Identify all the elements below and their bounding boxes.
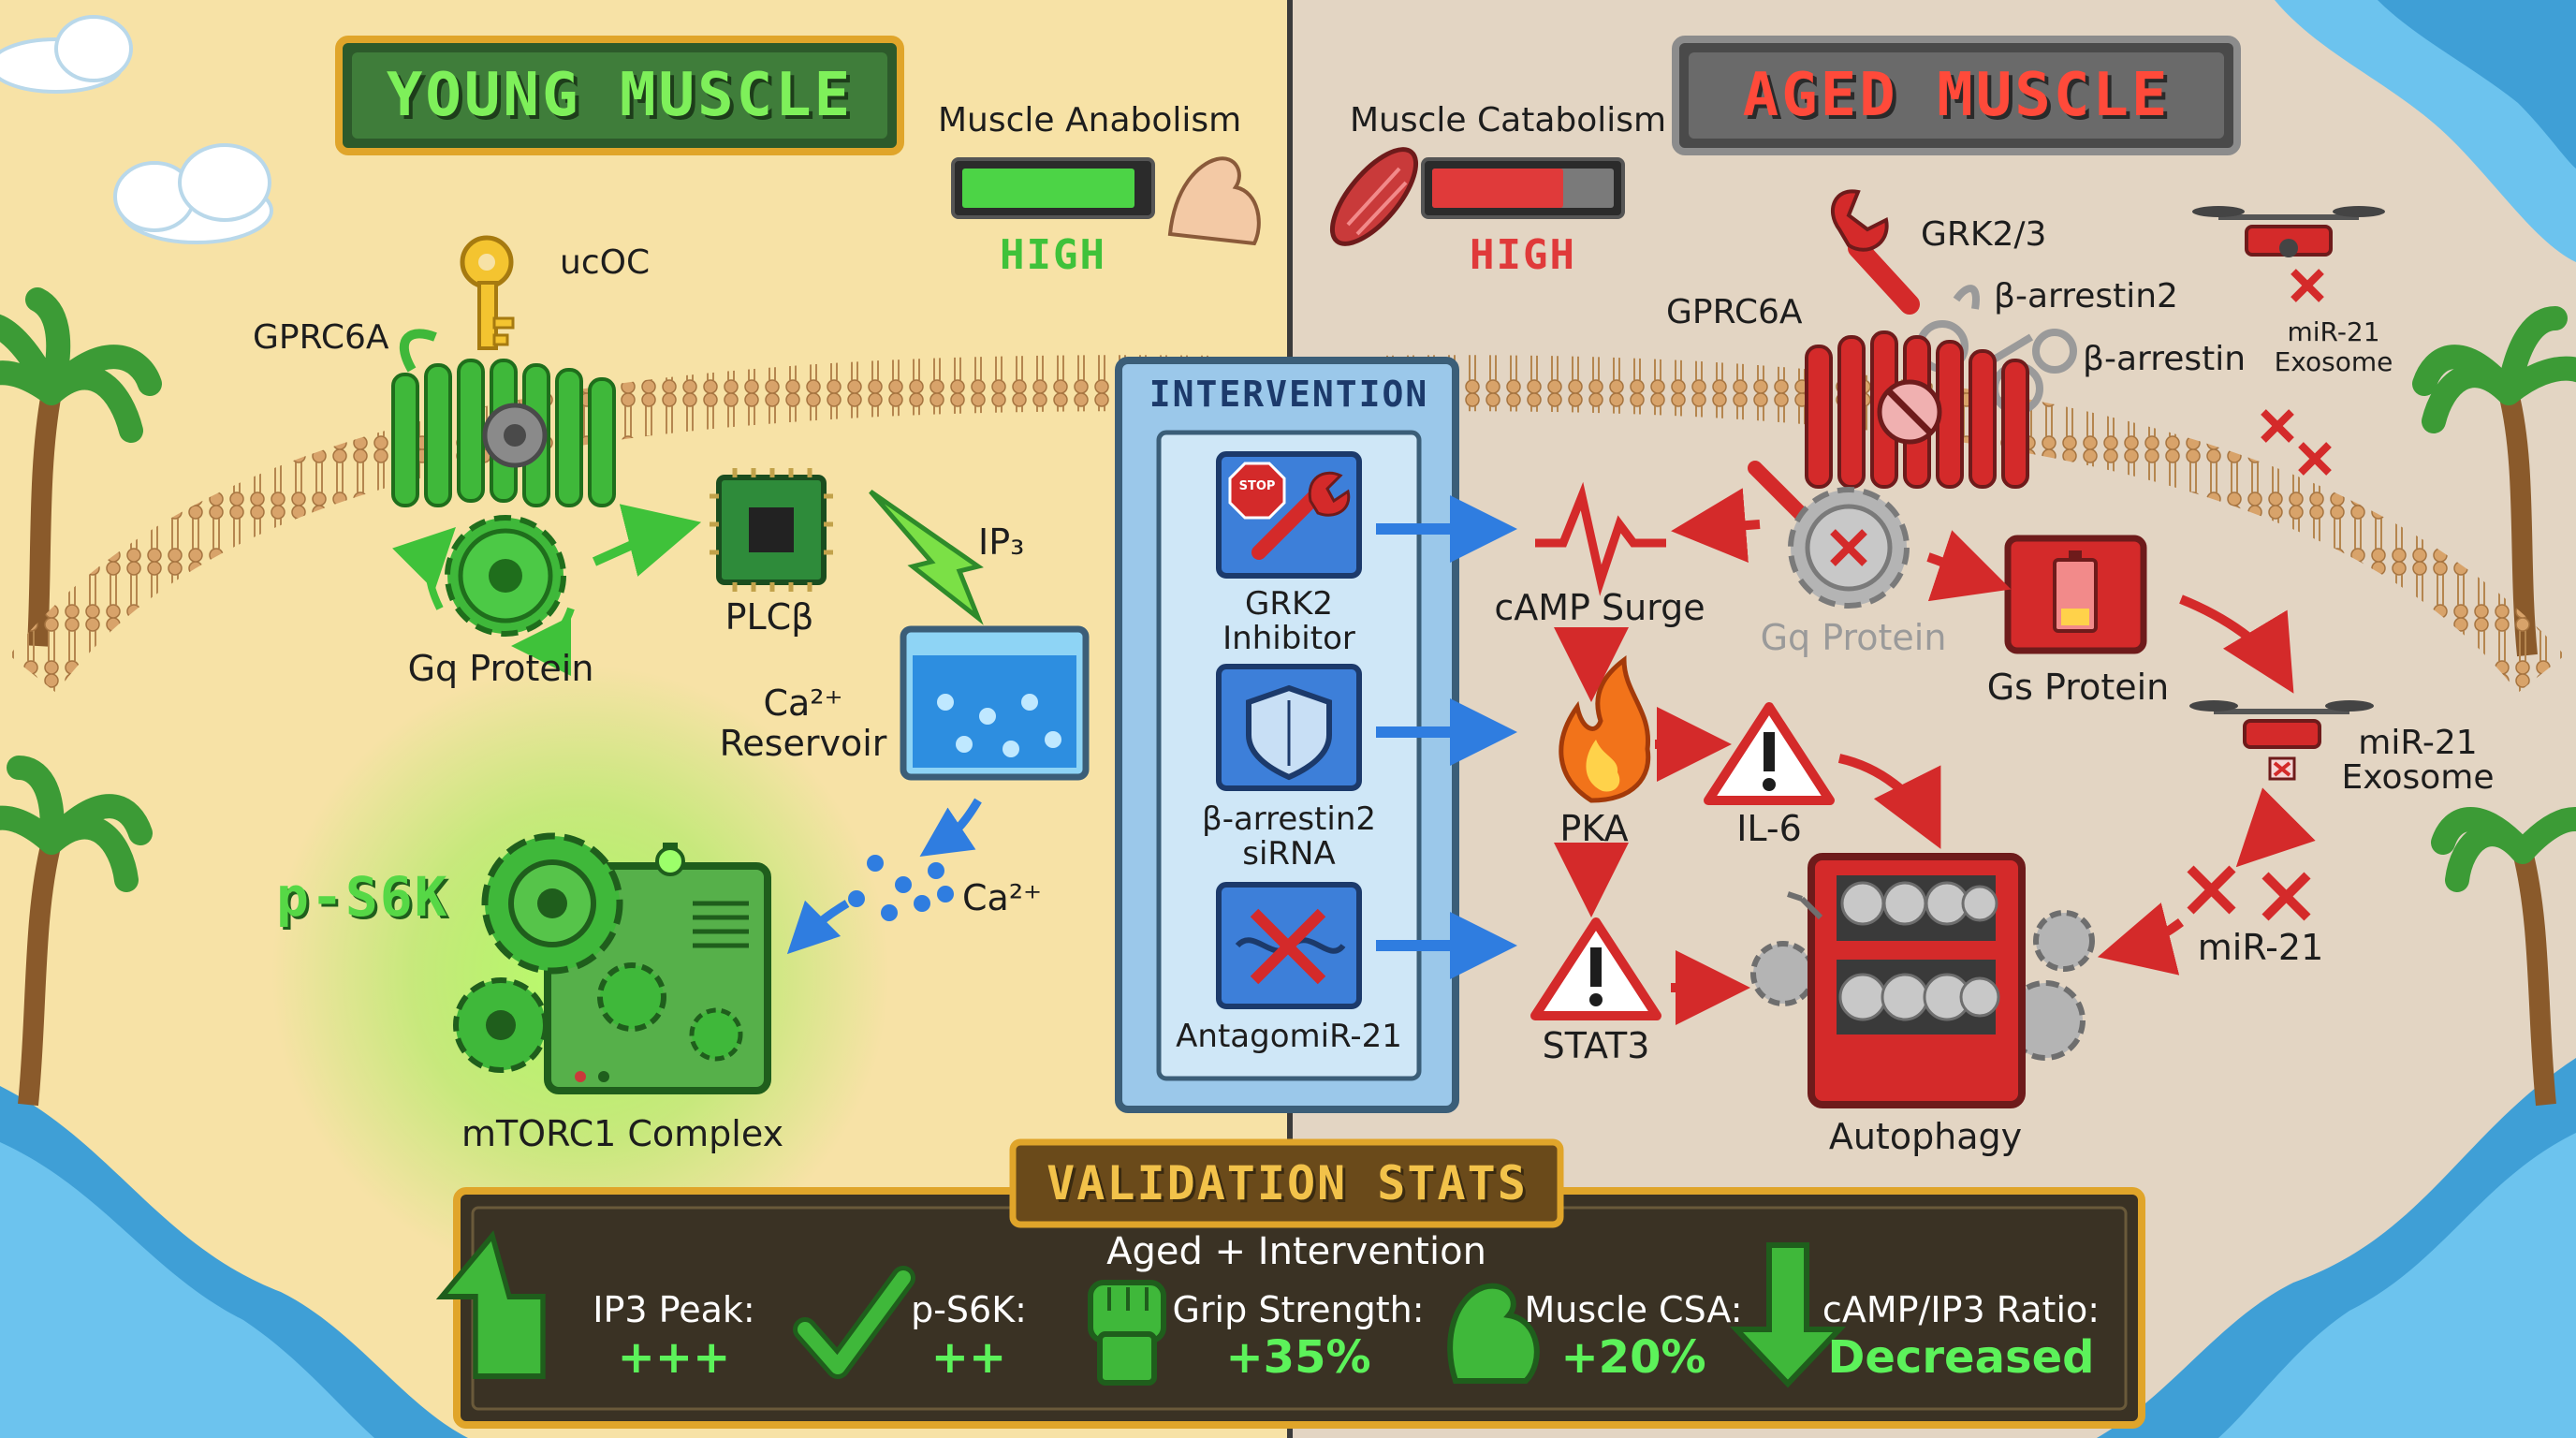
intervention-item-3-line1: AntagomiR-21 xyxy=(1176,1018,1402,1055)
stat-ratio-label: cAMP/IP3 Ratio: xyxy=(1822,1289,2100,1330)
plc-chip-icon xyxy=(710,468,833,592)
exosome-top-label-1: miR-21 xyxy=(2287,316,2380,347)
cloud xyxy=(0,15,273,244)
camp-waveform-icon xyxy=(1535,481,1666,596)
ip3-label: IP₃ xyxy=(978,521,1025,563)
gprc6a-receptor-young xyxy=(391,329,616,507)
camp-label: cAMP Surge xyxy=(1494,587,1705,628)
stat-ip3-label: IP3 Peak: xyxy=(593,1289,755,1330)
stat-grip-value: +35% xyxy=(1225,1331,1371,1384)
mir21-x-icons xyxy=(2187,865,2311,921)
palm-tree-right-bottom xyxy=(2431,807,2576,1107)
intervention-item-2-line1: β-arrestin2 xyxy=(1201,800,1377,838)
catabolism-label: Muscle Catabolism xyxy=(1350,101,1667,139)
catabolism-value: HIGH xyxy=(1470,231,1576,279)
stat3-warning-icon xyxy=(1530,917,1661,1020)
grk-label: GRK2/3 xyxy=(1921,215,2047,254)
mir21-label: miR-21 xyxy=(2197,927,2324,968)
plc-label: PLCβ xyxy=(724,596,814,638)
flexed-arm-stat-icon xyxy=(1447,1283,1540,1384)
mtorc1-machine-icon xyxy=(453,832,771,1094)
intervention-item-2-line2: siRNA xyxy=(1242,835,1336,873)
reservoir-label-1: Ca²⁺ xyxy=(763,682,843,724)
flexed-arm-icon xyxy=(1167,156,1261,246)
stat-grip-label: Grip Strength: xyxy=(1172,1289,1425,1330)
aged-title: AGED MUSCLE xyxy=(1689,52,2224,139)
intervention-item-1-line1: GRK2 xyxy=(1245,585,1333,623)
stat-ps6k-value: ++ xyxy=(930,1331,1007,1384)
calcium-ions xyxy=(848,855,954,921)
gprc6a-young-label: GPRC6A xyxy=(253,318,389,357)
ucoc-label: ucOC xyxy=(560,243,651,282)
ip3-lightning-icon xyxy=(869,489,984,625)
gs-protein-battery-icon xyxy=(2004,535,2147,654)
gs-label: Gs Protein xyxy=(1986,667,2170,708)
aged-title-text: AGED MUSCLE xyxy=(1742,61,2171,130)
stat-ratio-value: Decreased xyxy=(1827,1331,2095,1384)
exosome-label-2: Exosome xyxy=(2341,758,2495,797)
anabolism-value: HIGH xyxy=(1000,231,1106,279)
stats-title: VALIDATION STATS xyxy=(1046,1156,1528,1211)
muscle-fiber-icon xyxy=(1329,147,1419,246)
stats-title-plate xyxy=(1009,1138,1564,1228)
barr2-label: β-arrestin2 xyxy=(1994,277,2178,315)
calcium-reservoir-icon xyxy=(900,625,1090,781)
gq-protein-gear-aged xyxy=(1788,487,1910,609)
stat-csa-value: +20% xyxy=(1560,1331,1706,1384)
intervention-item-1-line2: Inhibitor xyxy=(1222,620,1355,657)
exosome-top-label-2: Exosome xyxy=(2274,346,2393,377)
stat-ip3-value: +++ xyxy=(617,1331,731,1384)
red-x-icons-top xyxy=(2261,409,2332,476)
anabolism-meter-fill xyxy=(962,169,1134,208)
pka-label: PKA xyxy=(1559,808,1629,849)
gq-aged-label: Gq Protein xyxy=(1760,617,1947,658)
gprc6a-receptor-aged xyxy=(1748,330,2029,527)
il6-warning-icon xyxy=(1704,702,1835,805)
intervention-title: INTERVENTION xyxy=(1149,374,1429,415)
exosome-label-1: miR-21 xyxy=(2358,724,2478,762)
autophagy-shredder-icon xyxy=(1750,853,2095,1108)
stat3-label: STAT3 xyxy=(1542,1025,1650,1066)
stop-sign-text: STOP xyxy=(1238,479,1276,493)
calcium-label: Ca²⁺ xyxy=(962,877,1043,918)
catabolism-meter-fill xyxy=(1432,169,1563,208)
anabolism-label: Muscle Anabolism xyxy=(938,101,1242,139)
down-arrow-icon xyxy=(1730,1242,1846,1388)
key-icon xyxy=(460,235,515,350)
barr-label: β-arrestin xyxy=(2083,340,2247,378)
autophagy-label: Autophagy xyxy=(1828,1116,2023,1157)
gprc6a-aged-label: GPRC6A xyxy=(1666,293,1803,331)
stats-subtitle: Aged + Intervention xyxy=(1106,1230,1486,1273)
reservoir-label-2: Reservoir xyxy=(719,723,887,764)
stat-ps6k-label: p-S6K: xyxy=(911,1289,1027,1330)
mtorc-label: mTORC1 Complex xyxy=(461,1113,784,1154)
drone-icon-top xyxy=(2192,206,2385,302)
palm-tree-left-bottom xyxy=(0,756,153,1107)
gq-young-label: Gq Protein xyxy=(407,648,594,689)
ps6k-label: p-S6K xyxy=(276,865,449,929)
palm-tree-left-top xyxy=(0,287,162,647)
fist-icon xyxy=(1088,1280,1166,1386)
grk-wrench-icon xyxy=(1830,189,1920,315)
check-icon xyxy=(798,1270,911,1374)
young-title: YOUNG MUSCLE xyxy=(352,52,887,139)
young-title-text: YOUNG MUSCLE xyxy=(386,61,854,130)
up-arrow-icon xyxy=(435,1230,546,1379)
il6-label: IL-6 xyxy=(1736,808,1802,849)
arrow-gq-to-plc xyxy=(592,504,702,577)
stat-csa-label: Muscle CSA: xyxy=(1524,1289,1743,1330)
gq-protein-gear-young xyxy=(445,515,566,637)
drone-icon-mid xyxy=(2189,700,2374,781)
